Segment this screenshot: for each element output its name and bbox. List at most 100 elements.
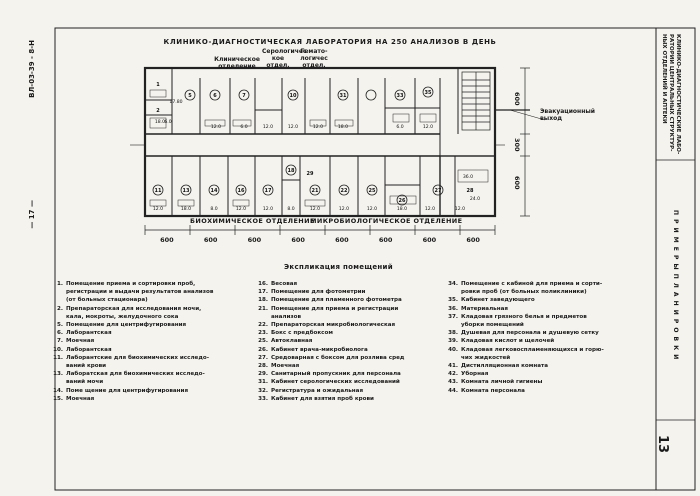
micro-department-label: МИКРОБИОЛОГИЧЕСКОЕ ОТДЕЛЕНИЕ [310, 217, 463, 225]
section-title: КЛИНИКО-ДИАГНОСТИЧЕСКИЕ ЛАБО- РАТОРИИ ЦЕ… [661, 34, 681, 155]
item-text: Дистилляционная комната [461, 363, 548, 370]
explication-item: 22.Препараторская микробиологическая [250, 321, 450, 329]
room-area: 18.0 [181, 206, 191, 212]
explication-item: 11.Лаборантские для биохимических исслед… [45, 354, 250, 370]
item-number: 11. [53, 354, 63, 361]
section-subtitle: П Р И М Е Р Ы П Л А Н И Р О В К И [672, 210, 679, 361]
room-area: 12.0 [153, 206, 163, 212]
dim-label: 600 [513, 92, 521, 106]
item-text: Душевая для персонала и душевую сетку [461, 330, 599, 337]
item-text: Помещение для фотометрии [271, 289, 366, 296]
dim-label: 600 [247, 236, 262, 244]
item-number: 42. [448, 371, 458, 378]
biochem-department-label: БИОХИМИЧЕСКОЕ ОТДЕЛЕНИЕ [190, 217, 315, 225]
room-number: 6 [213, 93, 217, 99]
dim-label: 600 [291, 236, 305, 244]
explication-item: 28.Моечная [250, 362, 450, 370]
item-text: Средоварная с боксом для розлива сред [271, 354, 405, 361]
room-area: 12.0 [339, 206, 349, 212]
item-text: Бокс с предбоксом [271, 330, 333, 337]
room-number: 22 [341, 188, 348, 194]
item-text: Помещение с кабиной для приема и сорти- … [461, 281, 603, 296]
room-area: 12.0 [263, 124, 273, 130]
room-number: 21 [312, 188, 319, 194]
item-number: 28. [258, 363, 268, 370]
item-text: Автоклавная [271, 338, 313, 345]
explication-item: 21.Помещение для приема и регистрации ан… [250, 305, 450, 321]
room-area: 36.0 [463, 174, 473, 180]
item-number: 1. [56, 281, 63, 287]
explication-item: 10.Лаборантская [45, 346, 250, 354]
item-text: Лаборатская для биохимических исследо- в… [66, 371, 205, 386]
item-number: 31. [258, 379, 268, 386]
item-number: 39. [448, 338, 458, 345]
item-number: 38. [448, 330, 458, 337]
room-number: 31 [340, 93, 347, 99]
room-area: 6.0 [240, 124, 247, 130]
item-number: 37. [448, 313, 458, 320]
room-area: 8.0 [210, 206, 217, 212]
explication-item: 17.Помещение для фотометрии [250, 288, 450, 296]
explication-item: 44.Комната персонала [440, 387, 650, 395]
room-area: 18.0 [155, 119, 165, 125]
room-area: 8.0 [287, 206, 294, 212]
page-marker: — 17 — [28, 200, 36, 229]
item-number: 32. [258, 387, 268, 394]
item-number: 17. [258, 289, 268, 296]
room-area: 18.0 [397, 206, 407, 212]
dim-label: 600 [513, 176, 521, 190]
item-text: Лаборантская [66, 346, 112, 353]
item-text: Помещение для приема и регистрации анали… [271, 305, 399, 320]
room-number: 18 [288, 168, 295, 174]
item-text: Препараторская микробиологическая [271, 322, 396, 329]
item-number: 15. [53, 395, 63, 402]
room-area: 12.0 [425, 206, 435, 212]
room-area: 12.0 [455, 206, 465, 212]
explication-item: 35.Кабинет заведующего [440, 296, 650, 304]
explication-item: 27.Средоварная с боксом для розлива сред [250, 354, 450, 362]
room-number: 1 [156, 82, 160, 88]
room-number: 29 [307, 171, 314, 177]
item-text: Регистратура и ожидальная [271, 387, 364, 394]
item-number: 23. [258, 330, 268, 337]
explication-item: 37.Кладовая грязного белья и предметов у… [440, 313, 650, 329]
dim-label: 600 [466, 236, 480, 244]
item-text: Кабинет для взятия проб крови [271, 395, 374, 402]
room-number: 2 [156, 108, 160, 114]
item-number: 18. [258, 297, 268, 304]
room-area: 6.0 [396, 124, 403, 130]
explication-item: 33.Кабинет для взятия проб крови [250, 395, 450, 403]
dim-label: 600 [335, 236, 349, 244]
item-text: Препараторская для исследования мочи, ка… [66, 305, 202, 320]
room-number: 10 [290, 93, 297, 99]
item-text: Кабинет серологических исследований [271, 379, 400, 386]
dim-label: 600 [203, 236, 218, 244]
explication-item: 40.Кладовая легковоспламеняющихся и горю… [440, 346, 650, 362]
item-text: Моечная [271, 363, 300, 370]
item-text: Кабинет врача-микробиолога [271, 346, 368, 353]
item-number: 41. [448, 363, 458, 370]
clinical-department-label: Клиническое отделение [214, 56, 260, 70]
room-number: 17 [265, 188, 272, 194]
room-area: 24.0 [470, 196, 480, 202]
room-number: 25 [369, 188, 376, 194]
room-number: 35 [425, 90, 432, 96]
explication-column-1: 1.Помещение приема и сортировки проб, ре… [45, 280, 250, 403]
explication-item: 39.Кладовая кислот и щелочей [440, 337, 650, 345]
item-text: Уборная [461, 371, 489, 378]
item-number: 21. [258, 305, 268, 312]
explication-item: 41.Дистилляционная комната [440, 362, 650, 370]
sheet-frame [54, 27, 696, 491]
explication-item: 23.Бокс с предбоксом [250, 329, 450, 337]
item-number: 36. [448, 305, 458, 312]
item-text: Моечная [66, 395, 95, 402]
room-number: 11 [155, 188, 162, 194]
item-text: Поме щение для центрифугирования [66, 387, 189, 394]
room-area: 12.0 [211, 124, 221, 130]
dim-label: 600 [160, 236, 174, 244]
room-area: 12.0 [288, 124, 298, 130]
